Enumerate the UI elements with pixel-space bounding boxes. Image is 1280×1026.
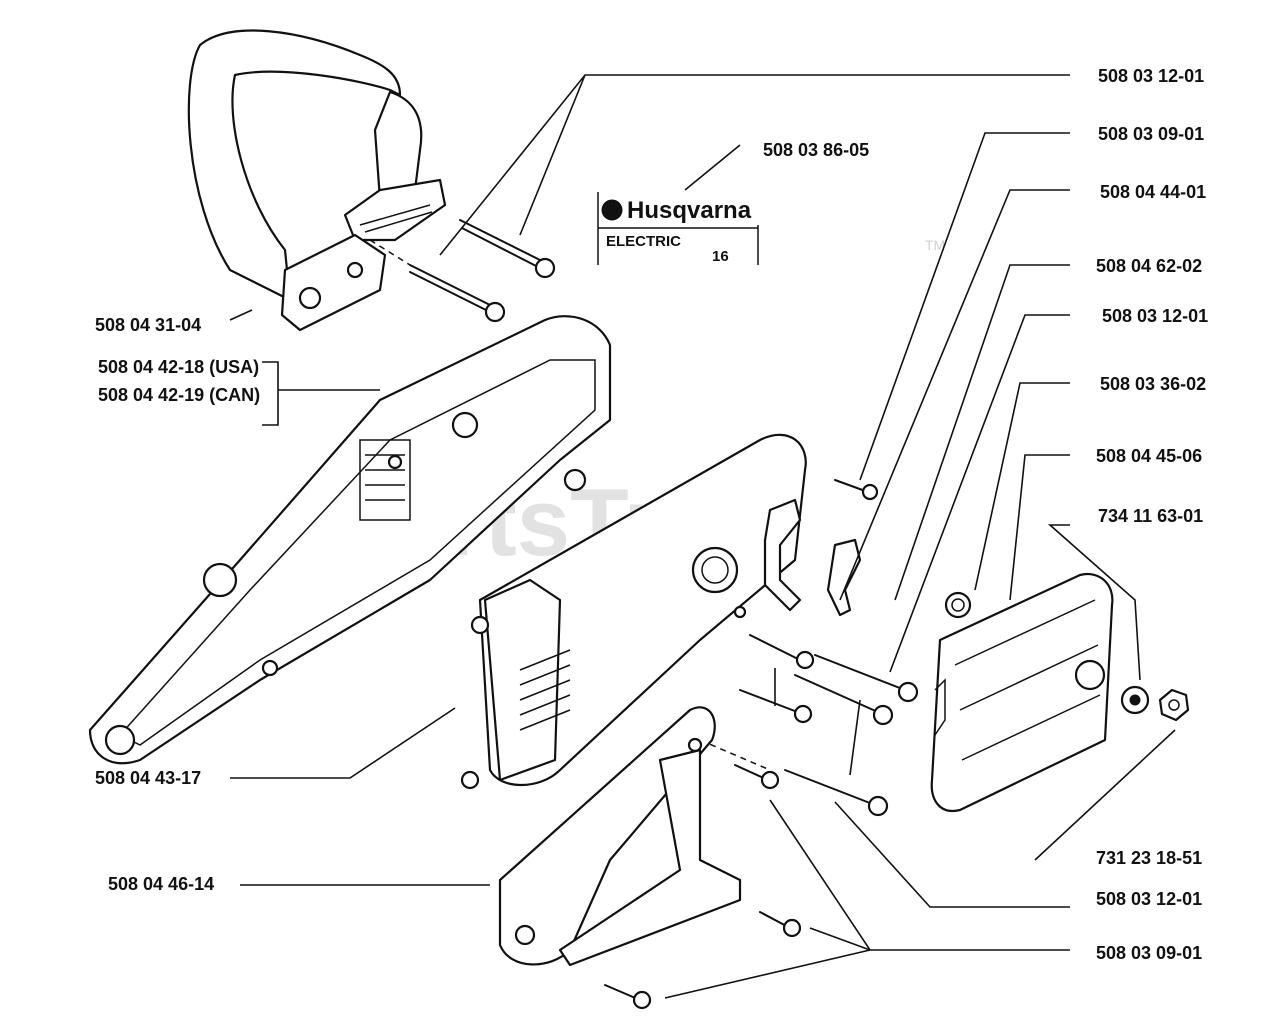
logo-brand: Husqvarna <box>627 197 752 224</box>
logo-size: 16 <box>712 248 729 265</box>
motor-housing <box>460 433 807 790</box>
part-label: 508 03 86-05 <box>763 140 870 160</box>
part-label: 508 03 12-01 <box>1096 889 1203 909</box>
crown-icon <box>601 199 623 221</box>
part-label: 731 23 18-51 <box>1096 848 1203 868</box>
watermark-tm: TM <box>925 237 945 253</box>
part-label: 508 03 09-01 <box>1098 124 1205 144</box>
small-parts <box>944 591 1190 722</box>
part-label: 734 11 63-01 <box>1098 506 1204 526</box>
part-label: 508 03 09-01 <box>1096 943 1203 963</box>
logo-model: ELECTRIC <box>606 233 681 250</box>
handle-screws <box>369 219 556 323</box>
part-label: 508 03 36-02 <box>1100 374 1207 394</box>
side-cover <box>930 572 1114 813</box>
part-label: 508 03 12-01 <box>1102 306 1209 326</box>
part-label: 508 04 44-01 <box>1100 182 1207 202</box>
part-label: 508 04 45-06 <box>1096 446 1203 466</box>
front-handle <box>187 29 447 332</box>
part-label: 508 04 43-17 <box>95 768 202 788</box>
part-label: 508 03 12-01 <box>1098 66 1205 86</box>
leader-lines <box>229 74 1176 999</box>
center-screws <box>699 479 919 817</box>
part-label: 508 04 42-18 (USA) <box>98 357 260 377</box>
part-label: 508 04 46-14 <box>108 874 215 894</box>
husqvarna-decal: Husqvarna ELECTRIC 16 <box>597 192 759 265</box>
part-label: 508 04 42-19 (CAN) <box>98 385 261 405</box>
rear-handle <box>498 706 742 967</box>
bottom-screws <box>604 911 802 1010</box>
left-housing <box>88 315 612 765</box>
part-label: 508 04 31-04 <box>95 315 202 335</box>
part-label: 508 04 62-02 <box>1096 256 1203 276</box>
switch-levers <box>763 498 862 617</box>
